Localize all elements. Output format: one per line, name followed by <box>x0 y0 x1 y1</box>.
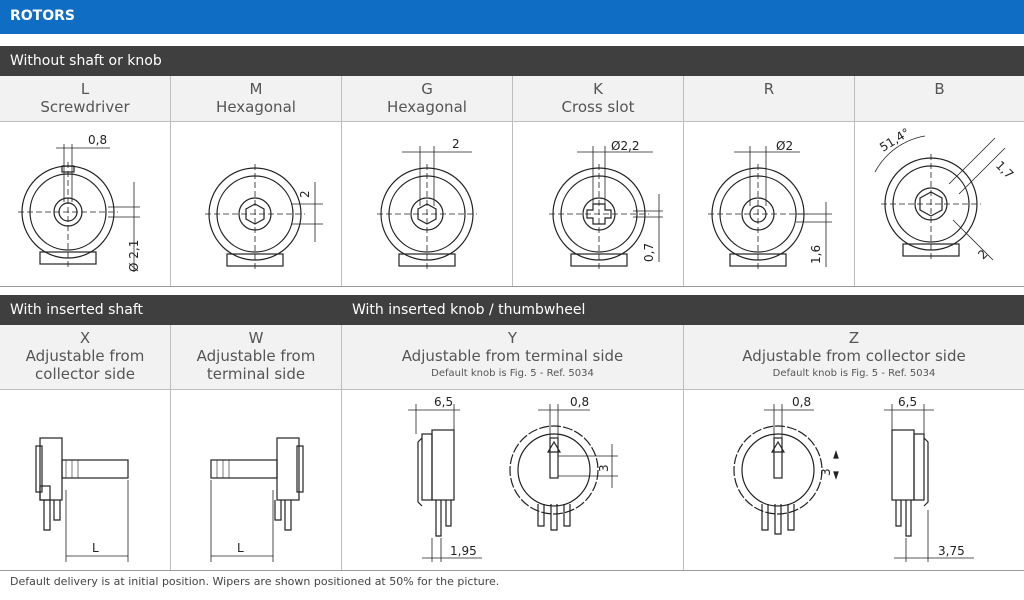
drawing-cell-b: 51,4° 1,7 2 <box>854 122 1024 286</box>
column-code: W <box>248 329 264 347</box>
column-code: K <box>593 80 603 98</box>
drawing-cell-k: Ø2,2 0,7 <box>512 122 683 286</box>
dim-label: 3 <box>597 464 611 472</box>
column-desc: Hexagonal <box>387 98 467 116</box>
dim-label: 51,4° <box>877 125 912 154</box>
column-desc: Adjustable from terminal side <box>196 347 316 383</box>
dim-label: 1,95 <box>450 544 477 558</box>
dim-label: 0,8 <box>88 133 107 147</box>
drawing-cell-y: 6,5 1,95 0,8 3 <box>341 390 683 570</box>
rotor-r-drawing: Ø2 1,6 <box>708 139 832 272</box>
dim-label: 6,5 <box>434 395 453 409</box>
rotor-l-drawing: 0,8 Ø 2,1 <box>18 133 141 272</box>
drawing-cell-l: 0,8 Ø 2,1 <box>0 122 170 286</box>
footnote: Default delivery is at initial position.… <box>10 575 500 588</box>
column-code: Y <box>507 329 518 347</box>
rotor-g-drawing: 2 <box>377 137 477 272</box>
section1-header-row: L Screwdriver M Hexagonal G Hexagonal K … <box>0 76 1024 122</box>
column-desc: Cross slot <box>561 98 635 116</box>
rotor-b-drawing: 51,4° 1,7 2 <box>874 125 1016 262</box>
column-code: R <box>763 80 775 98</box>
section-header-without-shaft: Without shaft or knob <box>0 46 1024 76</box>
column-code: G <box>421 80 433 98</box>
column-header-k: K Cross slot <box>512 76 683 121</box>
section-title-knob: With inserted knob / thumbwheel <box>352 302 586 318</box>
drawing-cell-z: 0,8 3 6,5 3,75 <box>683 390 1024 570</box>
rotor-y-drawing: 6,5 1,95 0,8 3 <box>408 395 618 562</box>
column-header-r: R <box>683 76 854 121</box>
column-header-l: L Screwdriver <box>0 76 170 121</box>
dim-label: Ø2,2 <box>611 139 640 153</box>
dim-label: 1,6 <box>809 245 823 264</box>
column-header-b: B <box>854 76 1024 121</box>
column-header-w: W Adjustable from terminal side <box>170 325 341 389</box>
column-desc: Adjustable from collector side <box>742 347 966 365</box>
section1-drawings-row: 0,8 Ø 2,1 2 <box>0 122 1024 287</box>
dim-label: 6,5 <box>898 395 917 409</box>
column-note: Default knob is Fig. 5 - Ref. 5034 <box>772 368 936 379</box>
column-desc: Adjustable from terminal side <box>401 347 624 365</box>
dim-label: 1,7 <box>993 158 1016 181</box>
section2-drawings-row: L L <box>0 390 1024 571</box>
column-note: Default knob is Fig. 5 - Ref. 5034 <box>431 368 594 379</box>
column-desc: Adjustable from collector side <box>25 347 145 383</box>
dim-label: 3,75 <box>938 544 965 558</box>
rotor-m-drawing: 2 <box>205 164 323 272</box>
dim-label: Ø2 <box>776 139 793 153</box>
dim-label: L <box>237 541 244 555</box>
column-header-z: Z Adjustable from collector side Default… <box>683 325 1024 389</box>
column-header-y: Y Adjustable from terminal side Default … <box>341 325 683 389</box>
column-desc: Screwdriver <box>40 98 130 116</box>
column-code: X <box>79 329 91 347</box>
section-title-shaft: With inserted shaft <box>10 302 144 318</box>
section-header-inserted: With inserted shaft With inserted knob /… <box>0 295 1024 325</box>
dim-label: 2 <box>298 190 312 198</box>
column-header-g: G Hexagonal <box>341 76 512 121</box>
dim-label: 2 <box>975 247 990 262</box>
column-desc: Hexagonal <box>216 98 296 116</box>
rotor-z-drawing: 0,8 3 6,5 3,75 <box>733 395 974 562</box>
dim-label: 0,7 <box>642 243 656 262</box>
column-header-x: X Adjustable from collector side <box>0 325 170 389</box>
dim-label: 3 <box>819 468 833 476</box>
dim-label: 0,8 <box>570 395 589 409</box>
dim-label: 0,8 <box>792 395 811 409</box>
column-code: M <box>249 80 263 98</box>
page-title: ROTORS <box>10 8 75 24</box>
section2-header-row: X Adjustable from collector side W Adjus… <box>0 325 1024 390</box>
title-bar: ROTORS <box>0 0 1024 34</box>
dim-label: L <box>92 541 99 555</box>
drawing-cell-r: Ø2 1,6 <box>683 122 854 286</box>
section-title: Without shaft or knob <box>10 53 162 69</box>
rotor-x-drawing: L <box>35 437 129 562</box>
column-header-m: M Hexagonal <box>170 76 341 121</box>
column-code: L <box>80 80 90 98</box>
dim-label: 2 <box>452 137 460 151</box>
column-code: B <box>934 80 945 98</box>
drawing-cell-w: L <box>170 390 341 570</box>
drawing-cell-m: 2 <box>170 122 341 286</box>
rotor-k-drawing: Ø2,2 0,7 <box>549 139 663 272</box>
rotor-w-drawing: L <box>210 437 304 562</box>
column-code: Z <box>848 329 860 347</box>
drawing-cell-x: L <box>0 390 170 570</box>
dim-label: Ø 2,1 <box>127 240 141 272</box>
drawing-cell-g: 2 <box>341 122 512 286</box>
